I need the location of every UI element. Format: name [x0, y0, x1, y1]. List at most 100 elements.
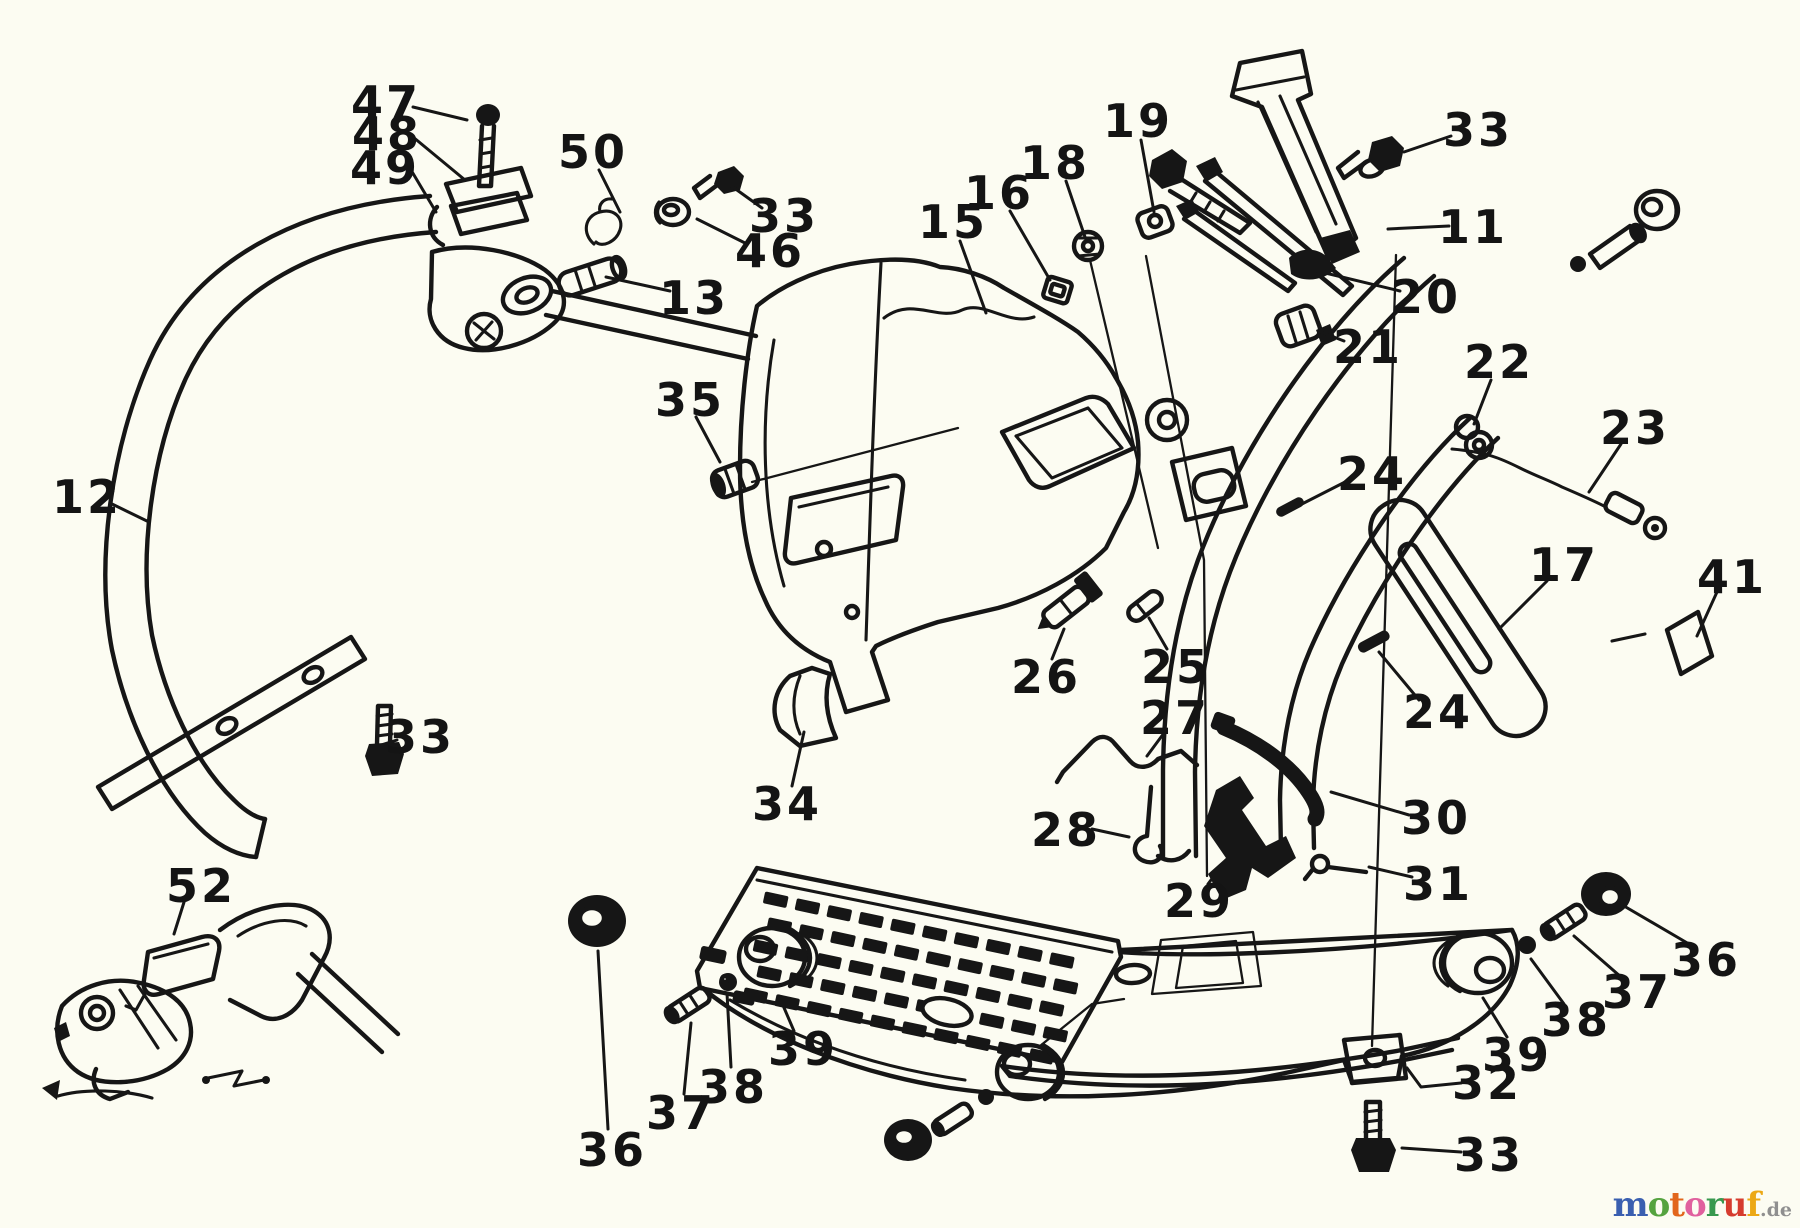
handle-clamp-assembly [427, 104, 534, 248]
grommet-22 [1453, 413, 1495, 461]
leader-line-16 [1008, 209, 1052, 282]
part-label-33: 33 [385, 710, 455, 764]
grille-slot [989, 964, 1015, 981]
grille-slot [1007, 993, 1033, 1010]
motoruf-logo-letters: motoruf [1612, 1185, 1761, 1225]
part-label-33: 33 [1454, 1128, 1524, 1182]
assembly-axis-lines [750, 253, 1398, 1048]
leader-line-39 [1481, 996, 1509, 1039]
pin-24-lower [1357, 630, 1390, 653]
logo-letter: u [1722, 1185, 1748, 1225]
leader-line-38 [1529, 957, 1566, 1006]
leader-line-21 [1319, 330, 1346, 343]
grille-slot [883, 992, 910, 1009]
part-label-25: 25 [1141, 640, 1211, 694]
mount-set-left [568, 895, 819, 1025]
part-label-39: 39 [1482, 1028, 1552, 1082]
pan-foot [1341, 1032, 1409, 1086]
grille-slot [1021, 971, 1047, 988]
leader-line-46 [695, 217, 749, 246]
trigger-handle-assembly [42, 902, 401, 1102]
pivot-bolt-13 [556, 254, 628, 298]
grille-slot [838, 1007, 864, 1024]
foot-screw-33 [1351, 1099, 1396, 1172]
leader-line-19 [1139, 138, 1156, 214]
part-label-35: 35 [655, 373, 725, 427]
part-label-37: 37 [646, 1086, 716, 1140]
frame-rails [1160, 255, 1501, 861]
nut-18 [1071, 229, 1105, 263]
grille-slot [806, 1001, 832, 1018]
brace-screw-33 [365, 703, 404, 776]
leader-line-15 [958, 239, 988, 315]
leader-line-47 [411, 105, 469, 122]
grille-slot [925, 951, 951, 968]
leader-line-20 [1315, 269, 1402, 293]
logo-letter: t [1669, 1185, 1685, 1225]
grille-slot [1017, 945, 1043, 962]
spring-27 [1054, 734, 1200, 785]
part-label-24: 24 [1403, 685, 1473, 739]
washer-46 [653, 196, 692, 228]
part-label-33: 33 [749, 189, 819, 243]
grille-slot [794, 898, 821, 915]
grille-slot [820, 979, 846, 996]
grille-slot [1052, 978, 1079, 995]
part-label-47: 47 [351, 76, 421, 130]
part-label-46: 46 [735, 224, 805, 278]
part-label-33: 33 [1443, 103, 1513, 157]
grille-slot [763, 891, 789, 908]
leader-line-49 [409, 168, 438, 214]
flange-nut-19 [1135, 204, 1175, 240]
part-label-19: 19 [1103, 94, 1173, 148]
front-handle [103, 193, 439, 860]
part-label-13: 13 [659, 271, 729, 325]
grille-slot [880, 966, 906, 983]
mount-set-middle [884, 1042, 1066, 1161]
logo-letter: o [1647, 1185, 1671, 1225]
grille-slot [1042, 1026, 1068, 1043]
pivot-assembly [427, 166, 744, 353]
grille-slot [943, 980, 969, 997]
leader-line-39 [777, 994, 796, 1033]
chassis-boss-and-plate [1144, 397, 1249, 523]
brake-arm-30 [1210, 711, 1325, 827]
leader-line-37 [1572, 934, 1623, 979]
leader-line-22 [1472, 378, 1493, 426]
part-label-38: 38 [1541, 993, 1611, 1047]
leader-line-33 [728, 183, 764, 210]
part-label-34: 34 [752, 777, 822, 831]
grille-slot [851, 985, 878, 1002]
leader-line-29 [1206, 858, 1228, 886]
pivot-screw-33 [691, 166, 744, 201]
grille-slot [957, 958, 983, 975]
part-label-26: 26 [1011, 650, 1081, 704]
leader-line-41 [1695, 590, 1719, 638]
grille-slot [756, 965, 782, 982]
side-cover-17 [1368, 497, 1548, 739]
motoruf-logo-suffix: .de [1760, 1199, 1792, 1221]
grille-slot [922, 925, 948, 942]
grille-slot [862, 937, 888, 954]
logo-letter: f [1746, 1185, 1761, 1225]
label-plate-41 [1610, 609, 1715, 677]
part-label-23: 23 [1600, 401, 1670, 455]
grille-slot [953, 932, 980, 949]
grille-slot [901, 1021, 927, 1038]
part-label-16: 16 [964, 166, 1034, 220]
motoruf-logo[interactable]: motoruf.de [1613, 1188, 1792, 1222]
grille-slot [985, 939, 1011, 956]
mount-set-right [1432, 872, 1631, 996]
leader-line-24 [1377, 650, 1421, 702]
part-label-41: 41 [1697, 550, 1767, 604]
leader-line-31 [1367, 865, 1414, 879]
leader-line-48 [411, 135, 467, 182]
logo-letter: m [1612, 1185, 1649, 1225]
part-label-18: 18 [1020, 136, 1090, 190]
leader-line-50 [597, 168, 622, 214]
grille-slot [890, 918, 916, 935]
leader-line-33 [370, 738, 399, 750]
